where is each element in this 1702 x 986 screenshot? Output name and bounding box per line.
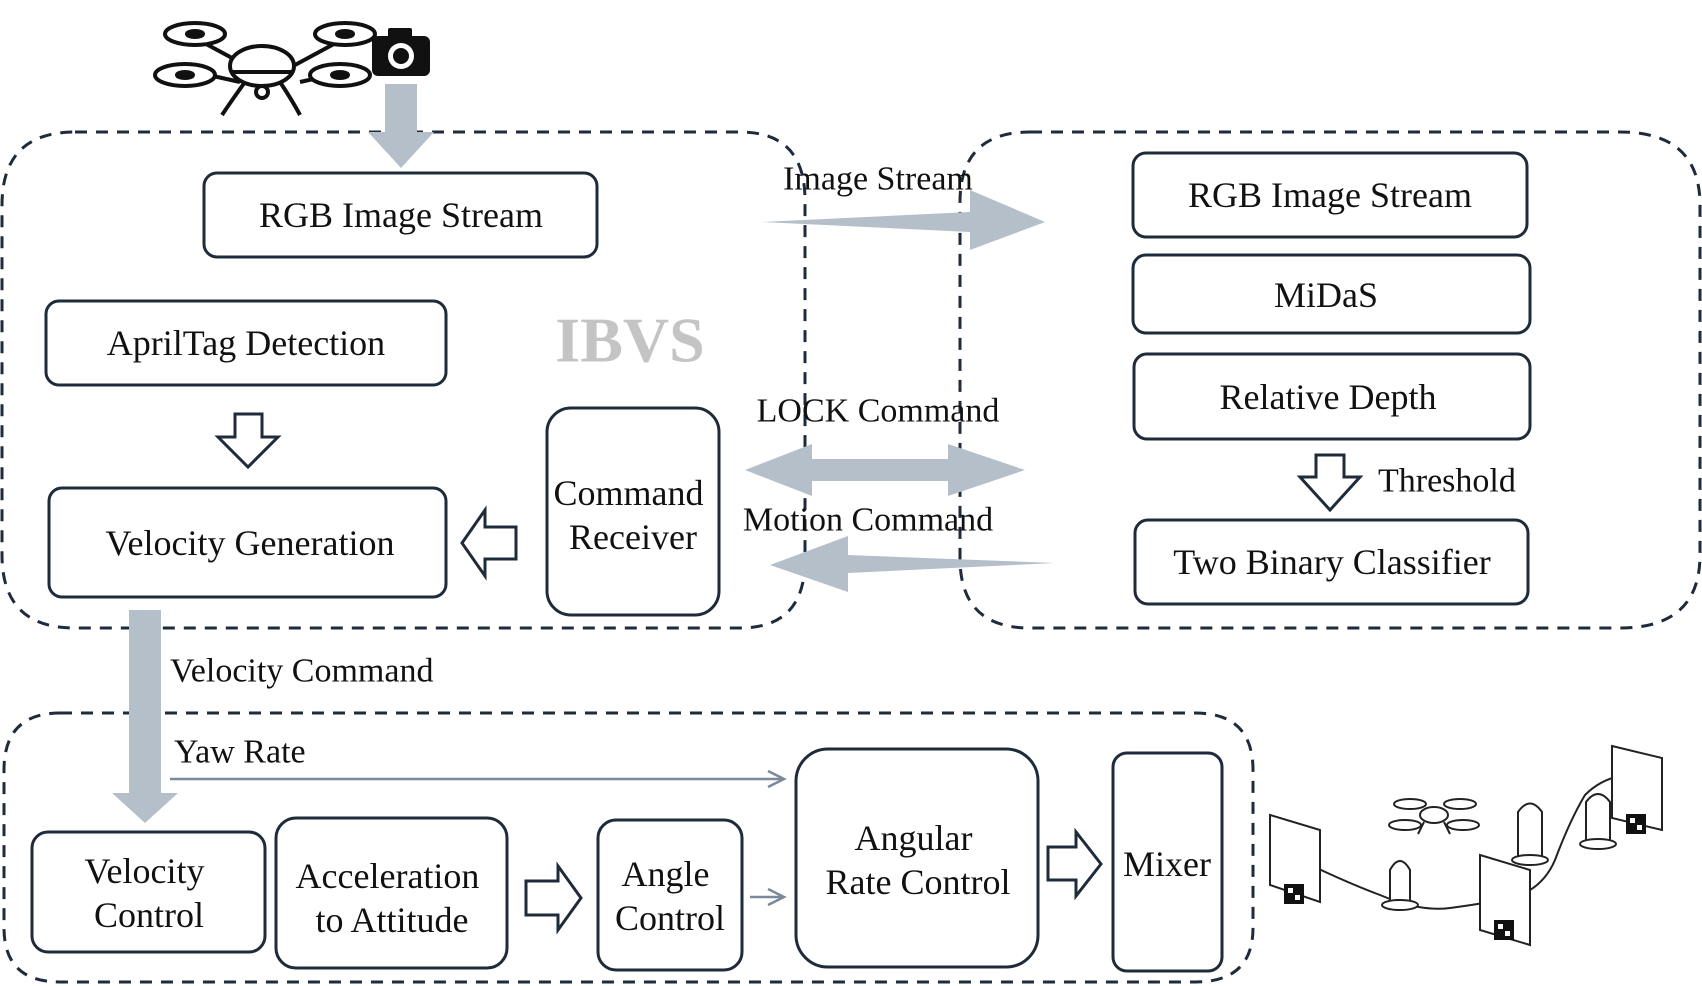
- midas-box: [1131, 253, 1532, 335]
- drone-course-illustration: [1269, 744, 1663, 947]
- threshold-arrow: [1296, 453, 1364, 513]
- flight-controller-region: [2, 711, 1255, 984]
- ibvs-rgb-stream-box: [202, 171, 599, 259]
- relative-depth-label: Relative Depth: [1220, 377, 1437, 417]
- apriltag-to-velocity-arrow: [214, 412, 282, 470]
- accel-to-attitude-line2: to Attitude: [316, 900, 469, 940]
- ibvs-region: [0, 130, 807, 630]
- apriltag-box: [44, 299, 448, 387]
- camera-icon: [372, 28, 430, 76]
- accel-to-attitude-line1: Acceleration: [296, 856, 480, 896]
- velocity-generation-label: Velocity Generation: [106, 523, 395, 563]
- classifier-label: Two Binary Classifier: [1173, 542, 1490, 582]
- ibvs-watermark: IBVS: [555, 305, 704, 376]
- drone-icon: [153, 21, 377, 117]
- image-stream-arrow: [762, 190, 1045, 250]
- perception-rgb-stream-label: RGB Image Stream: [1188, 175, 1472, 215]
- angle-to-rate-arrowhead: [767, 887, 787, 907]
- mixer-label: Mixer: [1123, 844, 1211, 884]
- angle-control-box: [596, 818, 744, 972]
- velocity-control-box: [30, 830, 267, 954]
- perception-region: [958, 130, 1702, 630]
- classifier-box: [1133, 518, 1530, 606]
- motion-command-label: Motion Command: [743, 502, 993, 539]
- velocity-command-label: Velocity Command: [170, 653, 433, 690]
- angle-control-label: Angle Control: [615, 854, 725, 938]
- angle-control-line2: Control: [615, 898, 725, 938]
- relative-depth-box: [1132, 352, 1532, 441]
- command-receiver-line2: Receiver: [569, 517, 697, 557]
- velocity-generation-box: [47, 486, 448, 599]
- accel-to-attitude-label: Acceleration to Attitude: [296, 856, 489, 940]
- camera-to-stream-arrow: [368, 84, 434, 168]
- angular-rate-control-label: Angular Rate Control: [826, 818, 1011, 902]
- mixer-box: [1111, 751, 1224, 973]
- angular-rate-control-line2: Rate Control: [826, 862, 1011, 902]
- motion-command-arrow: [770, 536, 1055, 592]
- command-receiver-line1: Command: [554, 473, 704, 513]
- velocity-control-label: Velocity Control: [85, 851, 214, 935]
- accel-to-angle-arrow: [524, 861, 583, 935]
- perception-rgb-stream-box: [1131, 151, 1529, 239]
- velocity-command-arrow: [112, 610, 178, 823]
- angular-rate-control-line1: Angular: [855, 818, 973, 858]
- midas-label: MiDaS: [1274, 275, 1378, 315]
- velocity-control-line1: Velocity: [85, 851, 205, 891]
- ibvs-rgb-stream-label: RGB Image Stream: [259, 195, 543, 235]
- yaw-rate-label: Yaw Rate: [174, 734, 306, 771]
- receiver-to-velocity-arrow: [460, 505, 518, 581]
- yaw-rate-arrowhead: [767, 769, 787, 789]
- lock-command-arrow: [745, 444, 1025, 496]
- angle-control-line1: Angle: [622, 854, 710, 894]
- command-receiver-label: Command Receiver: [554, 473, 713, 557]
- rate-to-mixer-arrow: [1046, 827, 1103, 901]
- velocity-control-line2: Control: [94, 895, 204, 935]
- image-stream-label: Image Stream: [783, 161, 973, 198]
- apriltag-label: AprilTag Detection: [107, 323, 385, 363]
- threshold-label: Threshold: [1378, 463, 1516, 500]
- command-receiver-box: [545, 406, 721, 617]
- accel-to-attitude-box: [274, 816, 509, 970]
- lock-command-label: LOCK Command: [757, 393, 1000, 430]
- angular-rate-control-box: [794, 747, 1040, 969]
